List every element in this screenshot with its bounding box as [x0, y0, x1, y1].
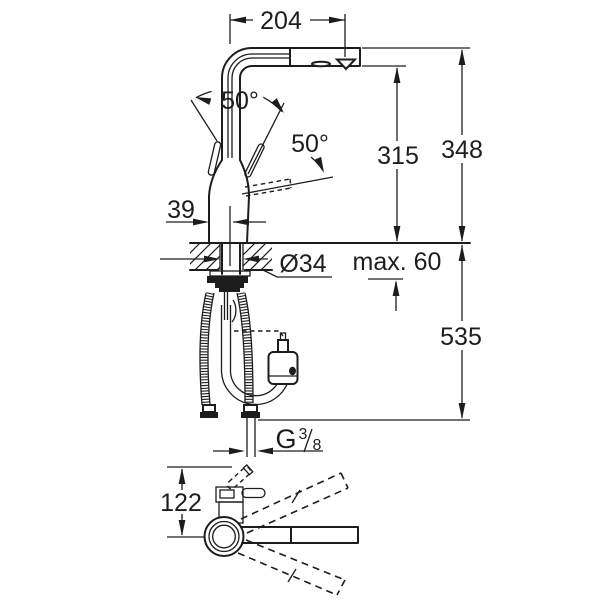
plan-view — [203, 464, 359, 596]
fraction-slash — [303, 428, 313, 453]
thread-letter-label: G — [275, 424, 296, 454]
front-view: 50° 50° — [190, 47, 361, 266]
aerator-slot — [311, 60, 331, 68]
hose-weight — [267, 332, 299, 385]
counter-thickness-label: max. 60 — [353, 248, 442, 276]
outlet-height-label: 315 — [377, 142, 419, 170]
supply-hose-left — [199, 292, 218, 418]
total-height-label: 348 — [441, 136, 483, 164]
lever-open-dashed — [244, 178, 292, 197]
countertop — [189, 242, 471, 275]
angle-annotation-front: 50° — [190, 87, 287, 175]
plan-base-outer — [203, 516, 245, 557]
dim-install-depth: 535 — [440, 245, 482, 419]
mounting-flange — [207, 276, 248, 283]
spout-reach-label: 204 — [260, 7, 302, 35]
extension-lines-right — [258, 47, 470, 421]
dim-hole-diameter: Ø34 — [160, 250, 332, 278]
dim-base-depth: 122 — [160, 466, 232, 538]
plan-lever — [241, 487, 266, 499]
faucet-shank — [221, 242, 241, 275]
base-depth-label: 122 — [160, 489, 202, 517]
spout-outline — [221, 47, 361, 161]
handle-angle-front-label: 50° — [221, 87, 259, 115]
spray-nozzle — [334, 58, 358, 71]
handle-angle-open-label: 50° — [291, 130, 329, 158]
dim-thread: G 3 8 — [213, 424, 323, 455]
thread-numerator-label: 3 — [299, 426, 308, 443]
plan-spray-head-dashed — [226, 464, 254, 490]
angle-annotation-open: 50° — [241, 130, 334, 195]
dim-body-width: 39 — [166, 196, 266, 226]
thread-denominator-label: 8 — [313, 437, 322, 454]
dim-counter-thickness: max. 60 — [353, 248, 442, 311]
plan-spout — [240, 526, 359, 544]
lever-up-left — [207, 141, 222, 176]
swivel-arm-lower — [237, 539, 346, 596]
mounting-nut — [215, 283, 244, 288]
dim-total-height: 348 — [441, 49, 483, 242]
hose-guide — [231, 299, 237, 323]
supply-hose-right — [236, 292, 254, 404]
under-counter-assembly — [199, 270, 299, 457]
hole-diameter-label: Ø34 — [279, 250, 326, 278]
g38-connector — [241, 404, 260, 457]
washer — [209, 270, 251, 277]
dim-outlet-height: 315 — [377, 67, 419, 242]
swivel-arm-upper — [240, 472, 349, 534]
body-width-label: 39 — [167, 196, 195, 224]
install-depth-label: 535 — [440, 323, 482, 351]
dim-spout-reach: 204 — [229, 7, 346, 57]
retracted-hose-path — [234, 330, 284, 337]
spray-head — [289, 47, 358, 71]
